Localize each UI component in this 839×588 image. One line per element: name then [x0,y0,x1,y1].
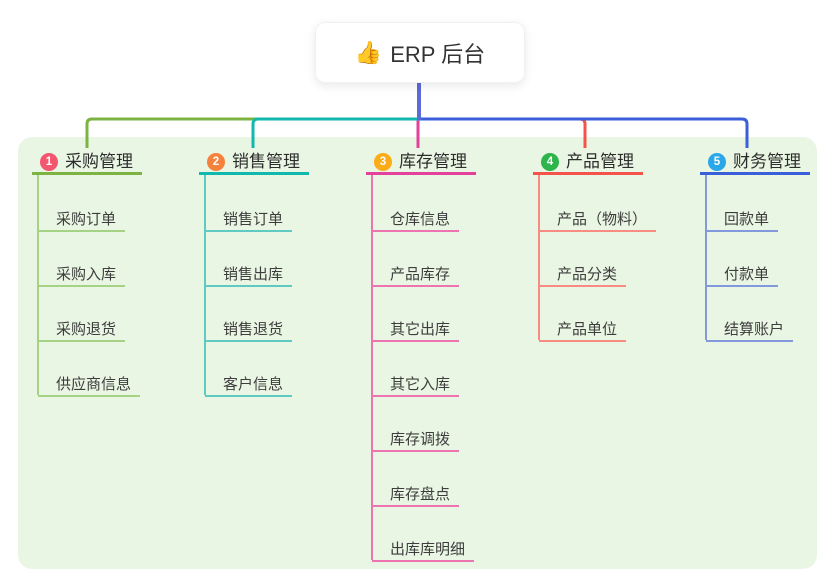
tree-node[interactable]: 产品（物料） [539,210,657,232]
tree-node[interactable]: 采购入库 [38,265,126,287]
connector-branch-sales [251,117,419,148]
branch-title-label: 产品管理 [566,152,634,171]
tree-node[interactable]: 产品库存 [372,265,460,287]
branch-title-finance[interactable]: 5 财务管理 [700,151,810,175]
tree-node[interactable]: 销售退货 [205,320,293,342]
branch-inventory: 3 库存管理 仓库信息 产品库存 其它出库 其它入库 库存调拨 库存盘点 出库库… [366,0,526,588]
tree-node[interactable]: 出库库明细 [372,540,475,562]
branch-number-badge: 4 [541,152,559,171]
tree-node[interactable]: 库存盘点 [372,485,460,507]
tree-node[interactable]: 采购订单 [38,210,126,232]
branch-finance: 5 财务管理 回款单 付款单 结算账户 [700,0,839,588]
tree-node[interactable]: 其它出库 [372,320,460,342]
tree-node[interactable]: 库存调拨 [372,430,460,452]
tree-node[interactable]: 回款单 [706,210,779,232]
branch-title-product[interactable]: 4 产品管理 [533,151,643,175]
branch-number-badge: 1 [40,152,58,171]
root-node[interactable]: 👍 ERP 后台 [315,22,525,83]
branch-number-badge: 2 [207,152,225,171]
tree-node[interactable]: 付款单 [706,265,779,287]
connector-branch-purchase [85,117,419,148]
branch-title-inventory[interactable]: 3 库存管理 [366,151,476,175]
branch-title-label: 库存管理 [399,152,467,171]
connector-branch-finance [419,117,749,148]
root-title: ERP 后台 [390,41,486,67]
tree-node[interactable]: 采购退货 [38,320,126,342]
mindmap-panel [18,137,817,569]
tree-node[interactable]: 销售订单 [205,210,293,232]
tree-node[interactable]: 供应商信息 [38,375,141,397]
branch-number-badge: 3 [374,152,392,171]
branch-title-sales[interactable]: 2 销售管理 [199,151,309,175]
branch-purchase: 1 采购管理 采购订单 采购入库 采购退货 供应商信息 [32,0,192,588]
branch-title-label: 财务管理 [733,152,801,171]
tree-node[interactable]: 产品单位 [539,320,627,342]
branch-title-label: 采购管理 [65,152,133,171]
branch-title-label: 销售管理 [232,152,300,171]
tree-node[interactable]: 结算账户 [706,320,794,342]
branch-title-purchase[interactable]: 1 采购管理 [32,151,142,175]
tree-node[interactable]: 仓库信息 [372,210,460,232]
thumbs-up-icon: 👍 [354,39,383,65]
tree-node[interactable]: 客户信息 [205,375,293,397]
tree-node[interactable]: 销售出库 [205,265,293,287]
branch-number-badge: 5 [708,152,726,171]
branch-product: 4 产品管理 产品（物料） 产品分类 产品单位 [533,0,693,588]
tree-node[interactable]: 产品分类 [539,265,627,287]
branch-sales: 2 销售管理 销售订单 销售出库 销售退货 客户信息 [199,0,359,588]
tree-node[interactable]: 其它入库 [372,375,460,397]
